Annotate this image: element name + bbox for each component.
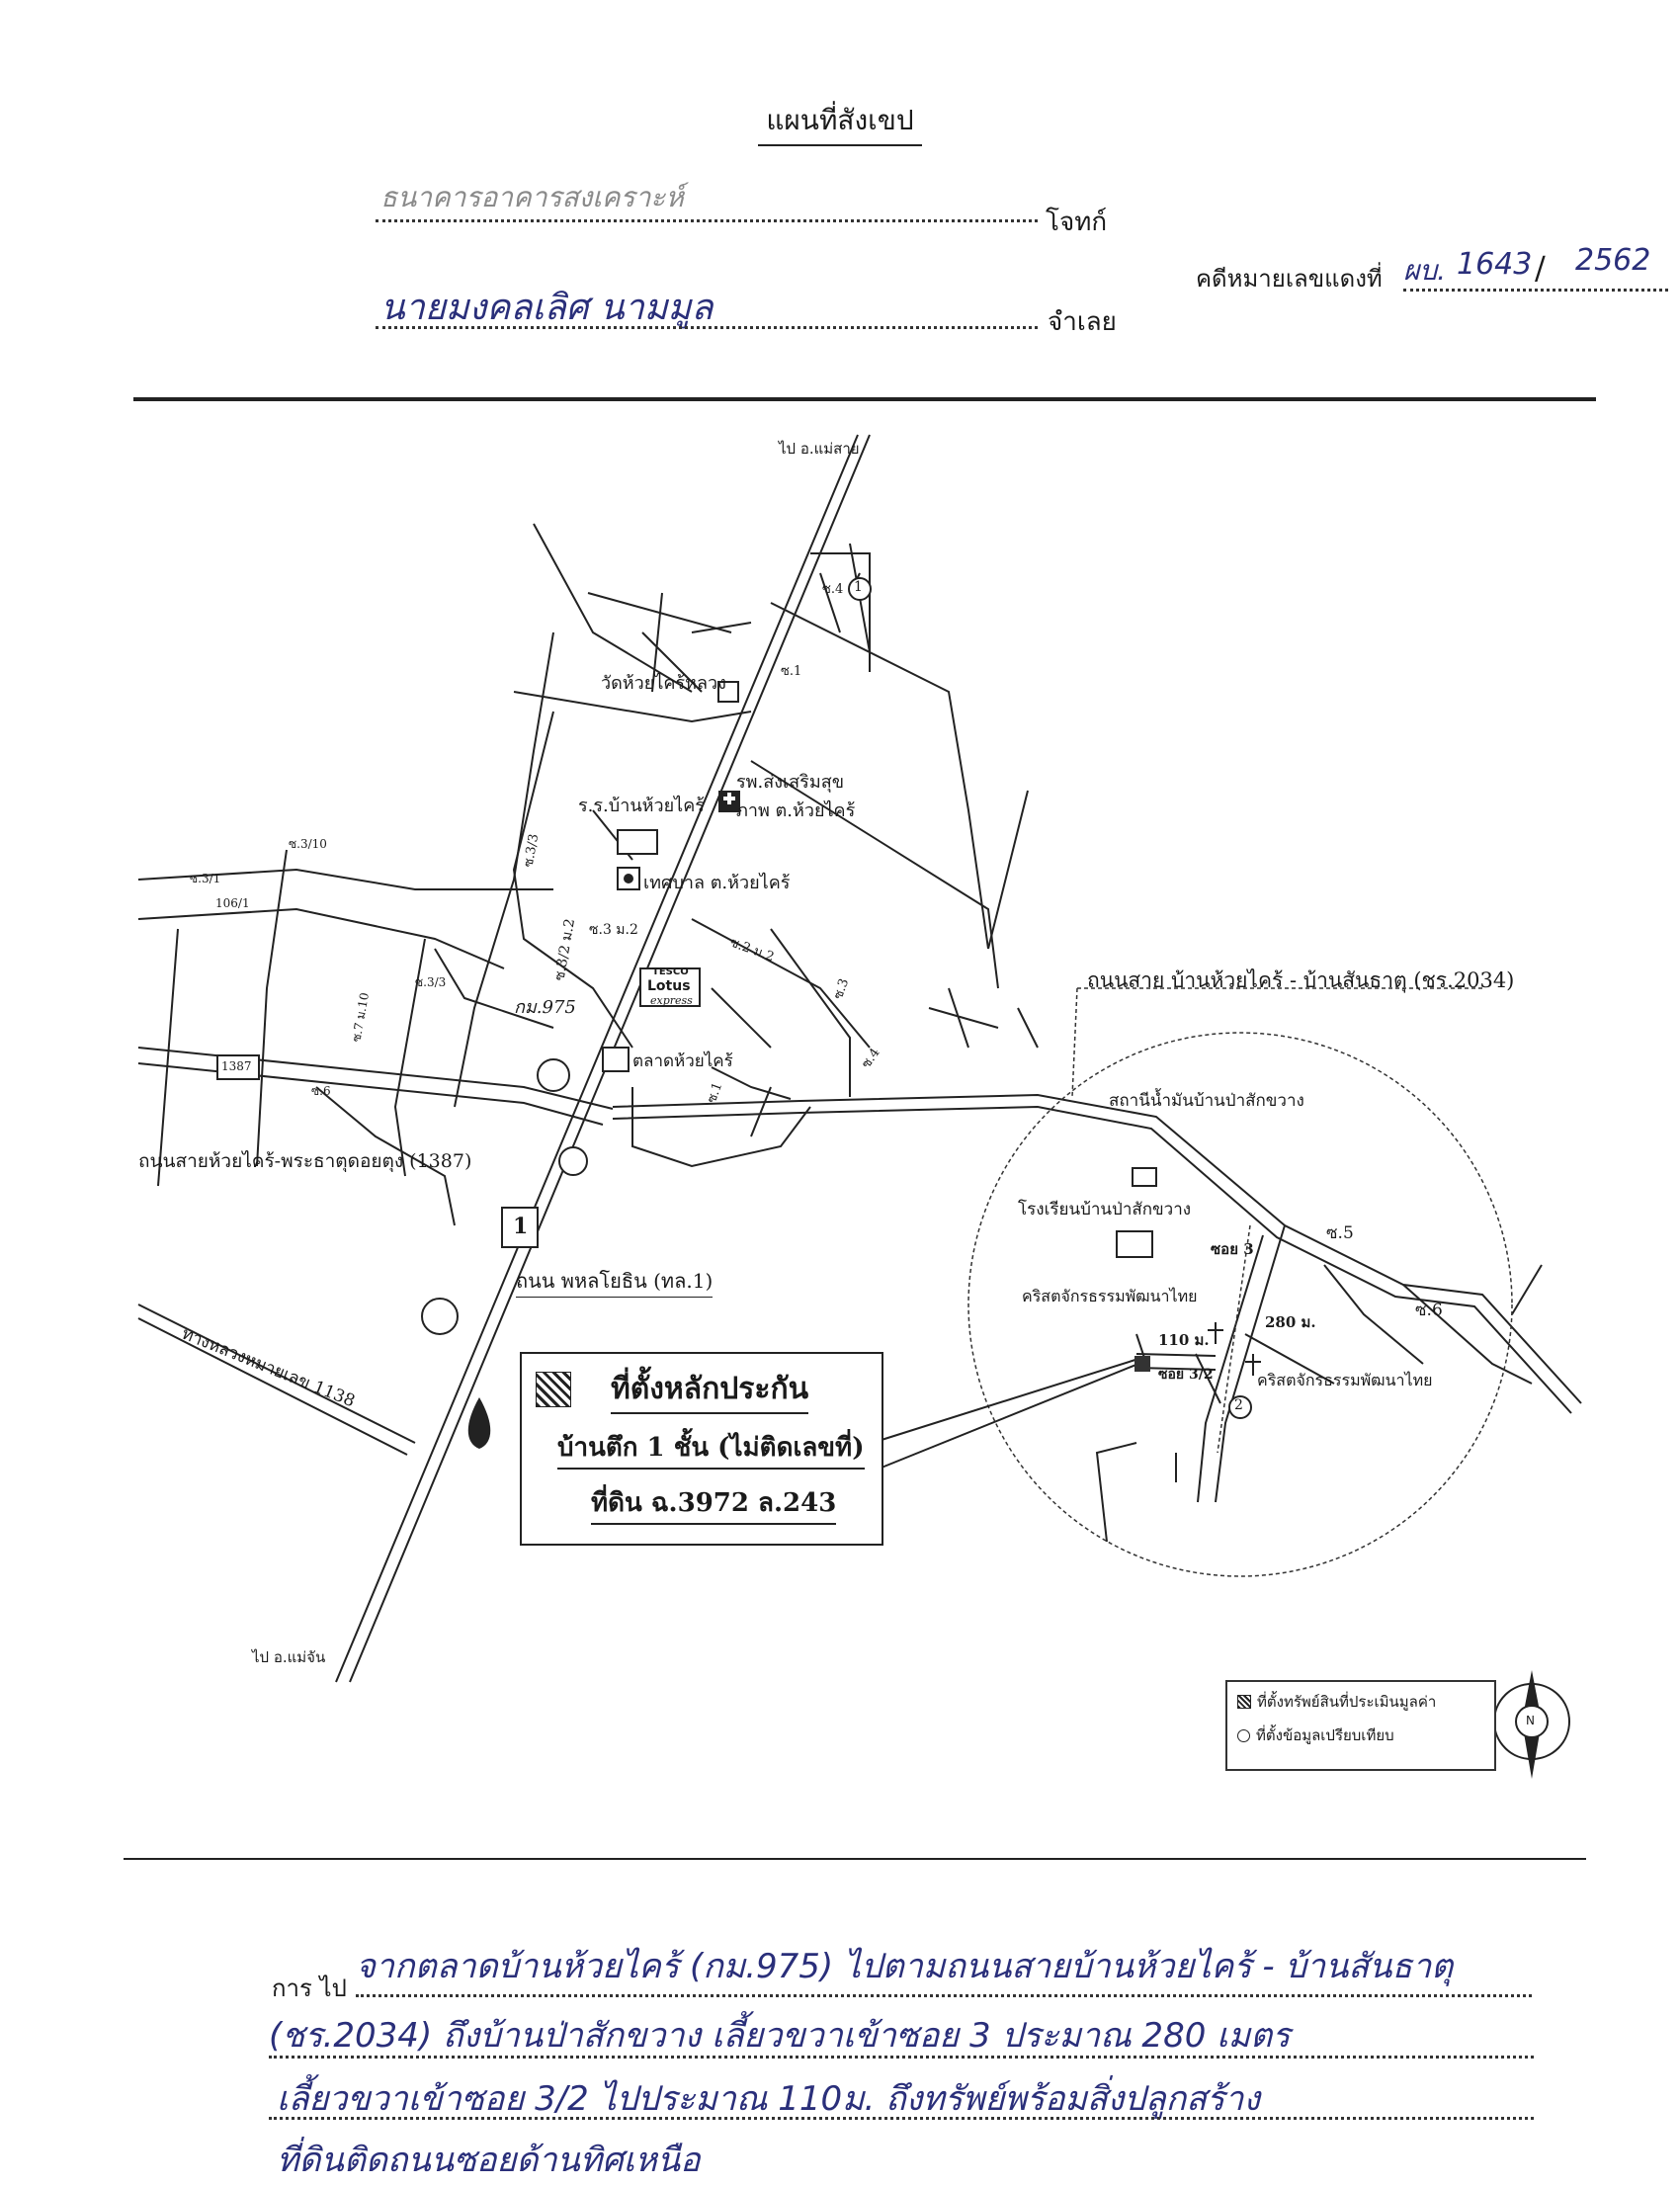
label-school2: โรงเรียนบ้านป่าสักขวาง xyxy=(1018,1200,1192,1219)
case-prefix: ผบ. xyxy=(1403,254,1447,287)
label-road-2034: ถนนสาย บ้านห้วยไคร้ - บ้านสันธาตุ (ชร.20… xyxy=(1087,968,1515,992)
label-soi6: ซ.6 xyxy=(1415,1301,1443,1320)
directions-dotted-3 xyxy=(269,2117,1534,2120)
school2-icon xyxy=(1116,1230,1153,1258)
label-soi3: ซอย 3 xyxy=(1211,1240,1254,1258)
directions-line-4: ที่ดินติดถนนซอยด้านทิศเหนือ xyxy=(277,2141,701,2180)
label-road-1: ถนน พหลโยธิน (ทล.1) xyxy=(516,1265,714,1298)
label-shield-1387: 1387 xyxy=(221,1059,252,1073)
label-church1: คริสตจักรธรรมพัฒนาไทย xyxy=(1022,1287,1198,1305)
directions-dotted-1 xyxy=(356,1994,1532,1997)
soi-label: ซ.3/3 xyxy=(415,975,447,989)
road-1138 xyxy=(137,1303,416,1444)
circle-icon xyxy=(1237,1728,1250,1742)
label-shield-1: 1 xyxy=(513,1214,529,1239)
label-express: express xyxy=(650,994,693,1007)
detail-inset-circle xyxy=(967,1032,1513,1577)
label-soi5: ซ.5 xyxy=(1326,1223,1354,1243)
soi-label: ซ.1 xyxy=(781,664,802,679)
directions-line-2: (ชร.2034) ถึงบ้านป่าสักขวาง เลี้ยวขวาเข้… xyxy=(269,2016,1291,2056)
flower-icon xyxy=(558,1146,588,1176)
label-church2: คริสตจักรธรรมพัฒนาไทย xyxy=(1257,1371,1433,1389)
label-market: ตลาดห้วยไคร้ xyxy=(632,1051,733,1071)
bottom-rule xyxy=(124,1858,1586,1860)
collateral-box: ที่ตั้งหลักประกัน บ้านตึก 1 ชั้น (ไม่ติด… xyxy=(520,1352,883,1546)
directions-label: การ ไป xyxy=(272,1975,347,2002)
ptt-logo xyxy=(421,1298,459,1335)
oil-drop-icon xyxy=(467,1397,491,1449)
hatch-icon xyxy=(1237,1695,1251,1709)
defendant-name: นายมงคลเลิศ นามมูล xyxy=(380,288,714,328)
label-gas-station: สถานีน้ำมันบ้านป่าสักขวาง xyxy=(1109,1091,1304,1111)
compass-icon xyxy=(1493,1670,1570,1779)
label-tesco: TESCO xyxy=(652,967,689,977)
collateral-site-marker xyxy=(1134,1356,1150,1372)
label-lotus: Lotus xyxy=(647,978,691,994)
tesco-lotus-icon xyxy=(639,967,701,1007)
label-to-mae-chan: ไป อ.แม่จัน xyxy=(252,1648,326,1666)
label-soi32: ซอย 3/2 xyxy=(1158,1367,1214,1383)
comparison-marker-1 xyxy=(848,577,872,601)
directions-line-1: จากตลาดบ้านห้วยไคร้ (กม.975) ไปตามถนนสาย… xyxy=(356,1947,1454,1986)
case-label: คดีหมายเลขแดงที่ xyxy=(1196,265,1383,293)
plaintiff-label: โจทก์ xyxy=(1046,208,1108,237)
soi-label: ซ.6 xyxy=(311,1084,331,1098)
plaintiff-name: ธนาคารอาคารสงเคราะห์ xyxy=(380,181,684,213)
legend-item-comparison: ที่ตั้งข้อมูลเปรียบเทียบ xyxy=(1256,1726,1394,1744)
label-municipality: เทศบาล ต.ห้วยไคร้ xyxy=(643,873,791,893)
defendant-label: จำเลย xyxy=(1048,307,1117,337)
soi-label: 106/1 xyxy=(215,896,250,910)
defendant-dotted-line xyxy=(376,326,1038,329)
road-2034-callout xyxy=(1071,987,1078,1098)
comparison-marker-2 xyxy=(1228,1395,1252,1419)
compass-n-label: N xyxy=(1526,1714,1535,1727)
case-year: 2562 xyxy=(1575,243,1651,278)
plaintiff-dotted-line xyxy=(376,219,1038,222)
road-1387 xyxy=(137,1047,614,1110)
label-marker-2: 2 xyxy=(1234,1397,1243,1413)
soi-label: ซ.3/10 xyxy=(289,837,327,851)
market-icon xyxy=(602,1047,630,1072)
case-dotted-line xyxy=(1403,289,1668,292)
label-dist-280: 280 ม. xyxy=(1265,1313,1316,1331)
label-marker-1: 1 xyxy=(854,579,863,595)
soi-label: ซ.3 ม.2 xyxy=(589,922,638,938)
label-km: กม.975 xyxy=(514,997,576,1018)
top-rule xyxy=(133,397,1596,401)
map-legend: ที่ตั้งทรัพย์สินที่ประเมินมูลค่า ที่ตั้ง… xyxy=(1225,1680,1496,1771)
school-icon xyxy=(617,829,658,855)
soi-label: ซ.3/1 xyxy=(190,872,221,885)
highway-1-west xyxy=(335,434,859,1683)
highway-1-shield xyxy=(501,1207,539,1248)
collateral-land: ที่ดิน ฉ.3972 ล.243 xyxy=(591,1482,837,1525)
legend-item-property: ที่ตั้งทรัพย์สินที่ประเมินมูลค่า xyxy=(1257,1693,1437,1711)
page-title: แผนที่สังเขป xyxy=(0,99,1680,146)
directions-line-3: เลี้ยวขวาเข้าซอย 3/2 ไปประมาณ 110ม. ถึงท… xyxy=(277,2079,1260,2119)
collateral-building: บ้านตึก 1 ชั้น (ไม่ติดเลขที่) xyxy=(557,1427,865,1470)
label-temple: วัดห้วยไคร้หลวง xyxy=(601,673,726,694)
label-to-mae-sai: ไป อ.แม่สาย xyxy=(779,440,860,458)
temple-icon xyxy=(717,681,739,703)
gas-station-icon xyxy=(1132,1167,1157,1187)
road-1138-b xyxy=(137,1317,408,1456)
road-2034-b xyxy=(612,1105,1572,1414)
road-1387-b xyxy=(137,1062,604,1126)
case-separator: / xyxy=(1535,249,1546,287)
road-2034 xyxy=(612,1093,1582,1404)
directions-dotted-2 xyxy=(269,2056,1534,2059)
case-number: 1643 xyxy=(1457,247,1533,282)
label-hospital: รพ.ส่งเสริมสุขภาพ ต.ห้วยไคร้ xyxy=(736,772,856,821)
soi-label: ซ.4 xyxy=(822,582,844,597)
collateral-title: ที่ตั้งหลักประกัน xyxy=(611,1366,809,1414)
road-1387-shield xyxy=(216,1054,260,1080)
label-school: ร.ร.บ้านห้วยไคร้ xyxy=(578,796,705,816)
station-icon xyxy=(537,1058,570,1092)
label-dist-110: 110 ม. xyxy=(1158,1331,1210,1349)
label-road-1387: ถนนสายห้วยไคร้-พระธาตุดอยตุง (1387) xyxy=(138,1150,472,1172)
hatch-icon xyxy=(536,1372,571,1407)
